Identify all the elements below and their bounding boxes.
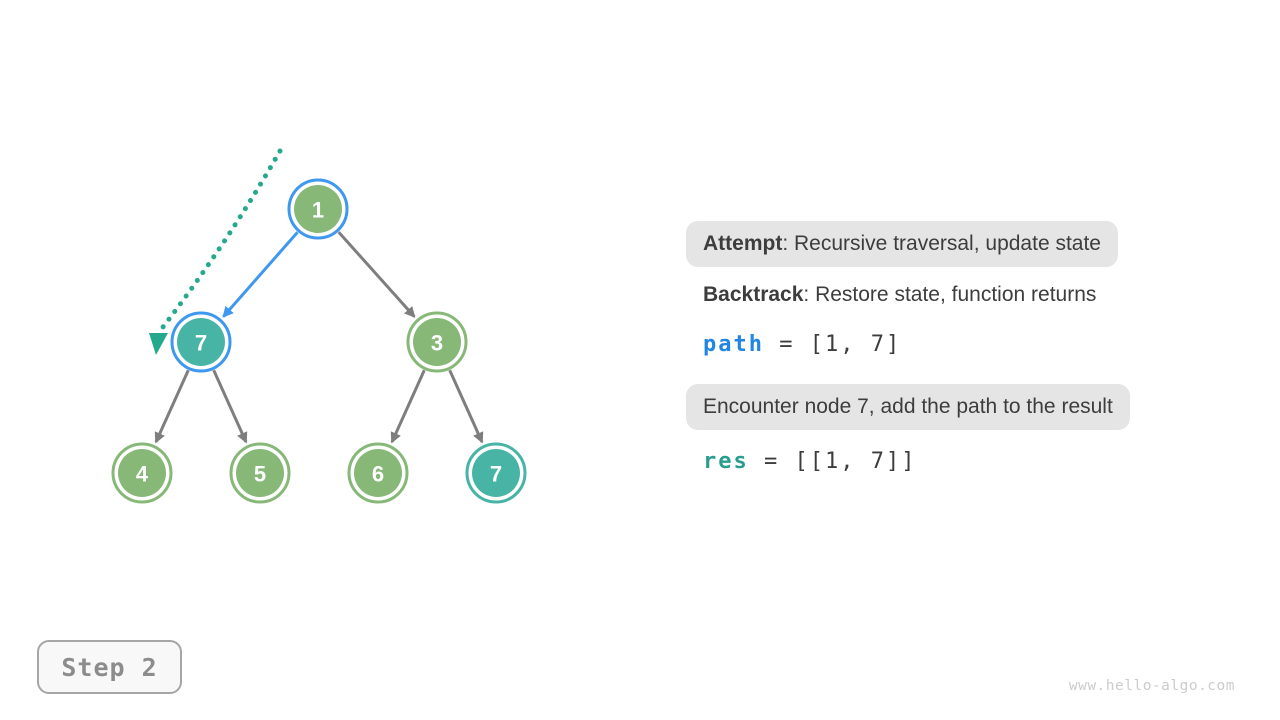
tree-node: 6 (347, 442, 409, 504)
active-edge (222, 231, 299, 318)
step-badge: Step 2 (37, 640, 182, 694)
tree-node: 7 (170, 311, 232, 373)
tree-edge (154, 369, 190, 444)
res-value: = [[1, 7]] (748, 449, 917, 474)
backtrack-dotted-curve (160, 148, 283, 330)
tree-node-value: 7 (490, 462, 502, 487)
tree-node-value: 5 (254, 462, 266, 487)
watermark-url: www.hello-algo.com (1068, 678, 1235, 694)
tree-node-value: 3 (431, 331, 443, 356)
backtrack-line: Backtrack: Restore state, function retur… (703, 282, 1096, 308)
backtrack-arrowhead-icon (149, 333, 168, 355)
encounter-text: Encounter node 7, add the path to the re… (703, 395, 1113, 418)
tree-edge (337, 231, 416, 318)
backtrack-text: : Restore state, function returns (803, 283, 1097, 306)
step-badge-label: Step 2 (61, 652, 158, 682)
tree-node: 7 (465, 442, 527, 504)
binary-tree-diagram: 1 7 3 4 5 6 7 (111, 148, 527, 504)
tree-node-value: 1 (312, 198, 324, 223)
tree-edge (390, 369, 426, 444)
path-value: = [1, 7] (763, 332, 902, 357)
tree-node: 4 (111, 442, 173, 504)
backtrack-label: Backtrack (703, 283, 804, 306)
attempt-note-box: Attempt: Recursive traversal, update sta… (686, 221, 1118, 267)
path-variable: path (703, 332, 764, 357)
attempt-text: : Recursive traversal, update state (782, 232, 1101, 255)
encounter-note-box: Encounter node 7, add the path to the re… (686, 384, 1130, 430)
res-code-line: res = [[1, 7]] (703, 448, 916, 476)
tree-node-value: 4 (136, 462, 149, 487)
path-code-line: path = [1, 7] (703, 331, 901, 359)
tree-edge (212, 369, 248, 444)
tree-node: 5 (229, 442, 291, 504)
tree-node: 1 (287, 178, 349, 240)
tree-node-value: 7 (195, 331, 207, 356)
tree-node-value: 6 (372, 462, 384, 487)
attempt-label: Attempt (703, 232, 783, 255)
tree-edge (448, 369, 484, 444)
tree-node: 3 (406, 311, 468, 373)
res-variable: res (703, 449, 749, 474)
